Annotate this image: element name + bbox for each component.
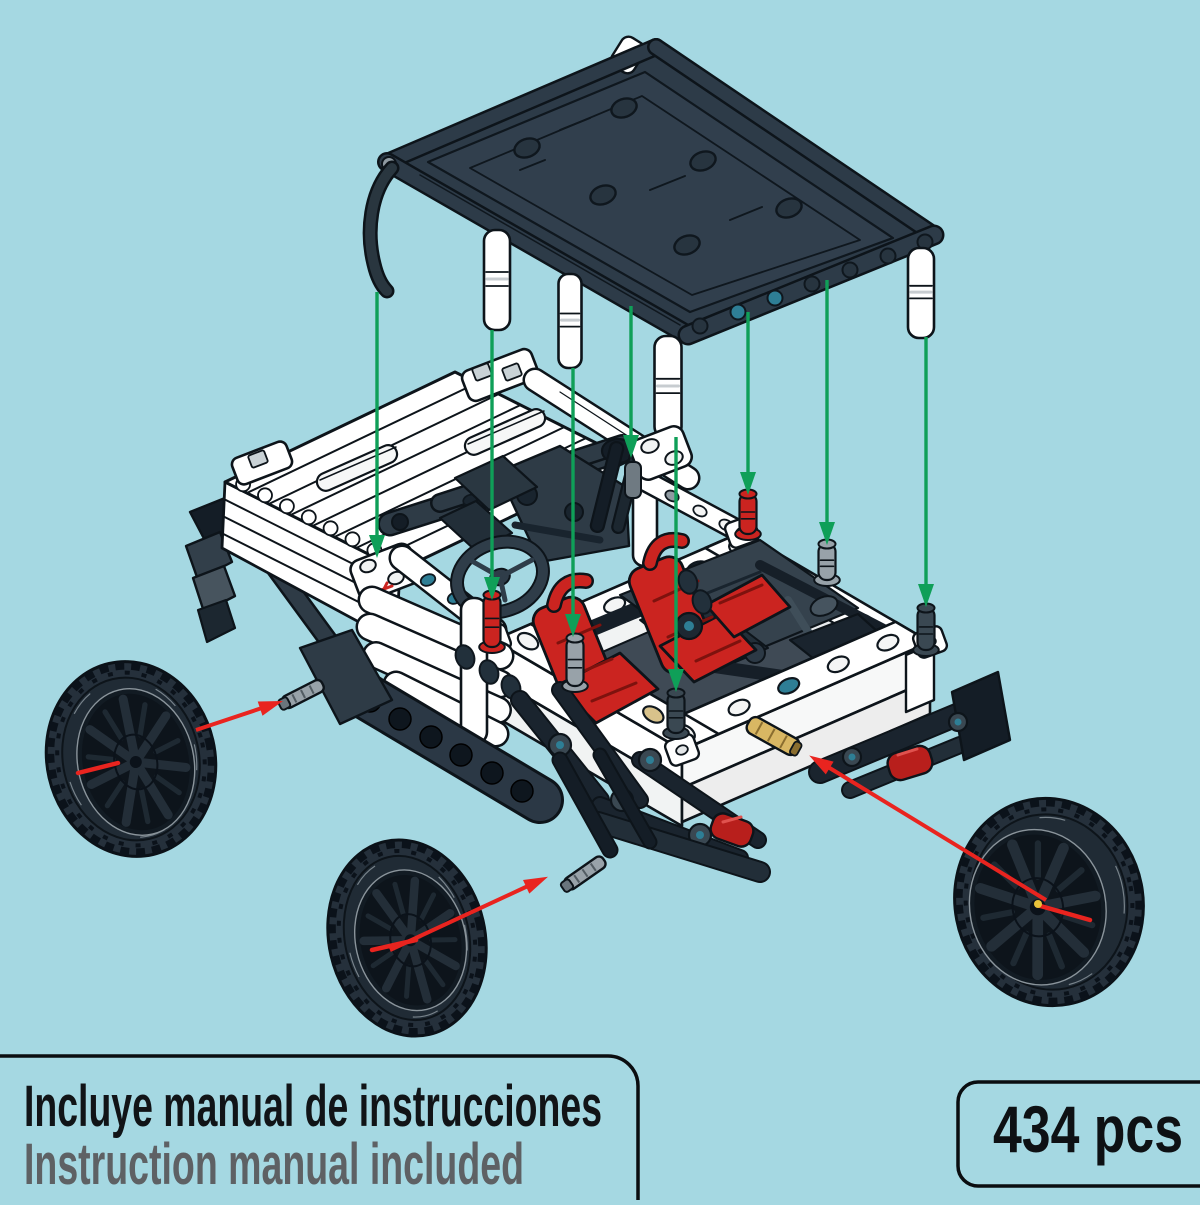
- svg-text:434 pcs: 434 pcs: [993, 1092, 1183, 1166]
- svg-text:Incluye manual de instruccione: Incluye manual de instrucciones: [24, 1074, 602, 1139]
- svg-text:Instruction manual included: Instruction manual included: [24, 1132, 524, 1197]
